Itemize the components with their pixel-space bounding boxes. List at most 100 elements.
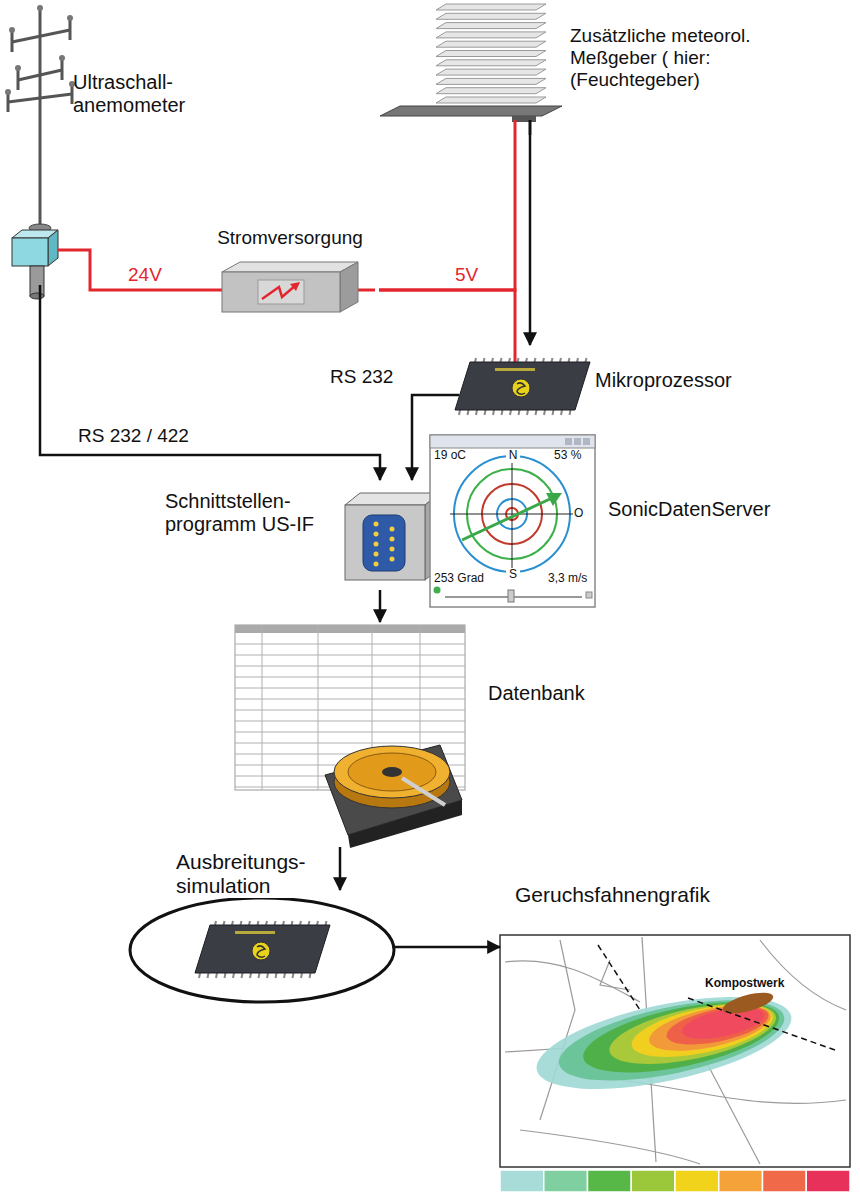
anemometer-figure [12, 30, 70, 42]
label-text: Geruchsfahnengrafik [515, 883, 710, 907]
interface-connector [374, 522, 379, 527]
humidity-sensor-shield [436, 69, 546, 75]
microprocessor-chip [459, 410, 460, 415]
label-text: Ultraschall- anemometer [73, 71, 195, 117]
server-window [430, 435, 595, 607]
humidity-sensor-shield [436, 51, 546, 57]
humidity-sensor-shield [514, 120, 517, 135]
label-text: Schnittstellen- programm US-IF [165, 490, 333, 536]
microprocessor-chip [514, 345, 517, 362]
label-text: Stromversorgung [205, 227, 375, 249]
anemometer-figure [69, 18, 72, 40]
microprocessor-chip [495, 368, 535, 371]
simulation-ellipse [233, 973, 234, 978]
server-window [434, 587, 441, 594]
interface-connector [374, 522, 395, 567]
odour-plume-map [505, 937, 846, 1164]
humidity-sensor-shield [436, 88, 546, 94]
interface-connector [345, 493, 440, 505]
microprocessor-chip [586, 358, 587, 362]
interface-connector [390, 537, 395, 542]
humidity-sensor-shield [436, 4, 546, 10]
server-window [430, 435, 595, 607]
power-supply-box [205, 289, 222, 292]
database-table [235, 710, 465, 711]
simulation-ellipse [275, 921, 276, 925]
label-text: Datenbank [488, 682, 585, 705]
odour-plume-map [552, 984, 791, 1096]
label-text: 19 oC [434, 449, 466, 463]
microprocessor-chip [519, 410, 520, 415]
server-window [450, 514, 574, 515]
interface-connector [345, 493, 440, 580]
simulation-ellipse [292, 921, 293, 925]
anemometer-figure [5, 89, 11, 95]
simulation-ellipse [215, 921, 216, 925]
label-text: SonicDatenServer [608, 498, 770, 521]
humidity-sensor-shield [436, 13, 546, 19]
microprocessor-chip [492, 358, 493, 362]
humidity-sensor-shield [380, 106, 562, 116]
signal-label: 5V [455, 264, 478, 286]
microprocessor-chip [509, 358, 510, 362]
color-scale-bar [500, 1170, 850, 1192]
simulation-ellipse [130, 898, 394, 1002]
simulation-ellipse [293, 973, 294, 978]
simulation-ellipse [317, 921, 318, 925]
anemometer-figure [18, 70, 62, 80]
microprocessor-chip [517, 383, 525, 394]
database-table [318, 625, 319, 790]
microprocessor-chip [445, 345, 590, 415]
microprocessor-chip [468, 410, 469, 415]
power-supply-box [205, 262, 375, 312]
odour-plume-map [598, 945, 640, 1010]
anemometer-figure [17, 68, 20, 90]
anemometer-figure [37, 5, 43, 11]
odour-plume-map [540, 940, 575, 1120]
simulation-ellipse [130, 898, 394, 1002]
odour-plume-map [577, 988, 785, 1086]
component-node: Datenbank [230, 622, 610, 847]
microprocessor-chip [569, 358, 570, 362]
hard-drive-icon [382, 767, 402, 777]
database-table [235, 743, 465, 744]
anemometer-figure [12, 238, 48, 266]
hard-drive-icon [348, 753, 436, 791]
hard-drive-icon [334, 746, 450, 798]
humidity-sensor-shield [436, 32, 546, 38]
microprocessor-chip [527, 410, 528, 415]
power-supply-box [262, 285, 296, 299]
microprocessor-chip [552, 358, 553, 362]
humidity-sensor-shield [436, 41, 546, 47]
anemometer-figure [9, 27, 15, 33]
anemometer-figure [67, 15, 73, 21]
simulation-ellipse [216, 973, 217, 978]
microprocessor-chip [536, 410, 537, 415]
server-window [574, 438, 581, 445]
component-node: Ausbreitungs- simulation [130, 890, 395, 1005]
database-table [235, 625, 465, 633]
signal-label: 24V [128, 264, 162, 286]
interface-connector [390, 527, 395, 532]
interface-connector [374, 562, 379, 567]
connector-line [40, 285, 380, 480]
humidity-sensor-shield [529, 120, 532, 135]
microprocessor-chip [526, 358, 527, 362]
anemometer-figure [58, 250, 90, 285]
microprocessor-chip [577, 358, 578, 362]
anemometer-figure [5, 5, 90, 299]
interface-connector [363, 515, 405, 571]
humidity-sensor-shield [380, 4, 562, 135]
component-node: Mikroprozessor [445, 345, 745, 420]
power-supply-box [258, 280, 304, 304]
database-table [235, 644, 465, 645]
server-window [508, 590, 514, 602]
server-window [462, 498, 552, 540]
humidity-sensor-shield [436, 60, 546, 66]
simulation-ellipse [284, 973, 285, 978]
simulation-ellipse [242, 973, 243, 978]
microprocessor-chip [560, 358, 561, 362]
label-text: Mikroprozessor [595, 369, 732, 392]
database-table [235, 677, 465, 678]
label-text: N [506, 449, 520, 463]
